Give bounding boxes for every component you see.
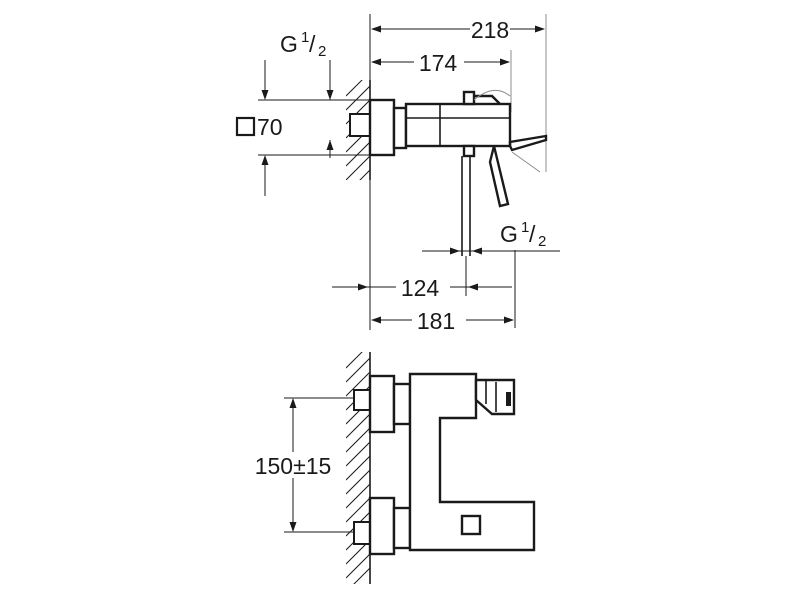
inlet-thread-label: G 1 / 2 bbox=[280, 29, 326, 60]
lever-base bbox=[462, 90, 476, 106]
dim-124-label: 124 bbox=[401, 275, 440, 301]
dim-174-label: 174 bbox=[419, 50, 458, 76]
dim-124-arrow-right bbox=[468, 283, 478, 291]
upper-escutcheon bbox=[368, 374, 396, 434]
svg-text:G: G bbox=[280, 31, 298, 57]
dim-181-label: 181 bbox=[417, 308, 455, 334]
square-outline-icon bbox=[235, 116, 256, 137]
svg-text:/: / bbox=[529, 221, 536, 247]
svg-text:1: 1 bbox=[521, 219, 529, 236]
lower-union bbox=[392, 506, 412, 550]
side-view: 218 174 G 1 / 2 70 bbox=[235, 14, 560, 334]
dim-70-label: 70 bbox=[257, 114, 283, 140]
mixer-body bbox=[404, 102, 512, 148]
inlet-thread-arrow bbox=[326, 90, 334, 100]
dim-174-arrow-right bbox=[500, 58, 510, 66]
lower-escutcheon bbox=[368, 496, 396, 556]
inlet-thread-arrow-bottom bbox=[326, 140, 334, 150]
diverter-base bbox=[462, 144, 476, 158]
front-view: 150±15 bbox=[248, 352, 536, 584]
dim-150-label: 150±15 bbox=[255, 453, 332, 479]
lever-handle-raised bbox=[473, 90, 511, 101]
outlet-thread-arrow-right bbox=[472, 247, 482, 255]
svg-text:2: 2 bbox=[318, 43, 326, 60]
inlet-nipple bbox=[349, 113, 371, 137]
dim-174-arrow-left bbox=[371, 58, 381, 66]
dim-70-arrow-top bbox=[261, 90, 269, 100]
lower-nipple bbox=[353, 521, 371, 545]
dim-150-arrow-top bbox=[289, 398, 297, 408]
upper-nipple bbox=[353, 389, 371, 411]
outlet-thread-label: G 1 / 2 bbox=[500, 219, 546, 250]
dim-181-arrow-right bbox=[504, 316, 514, 324]
dim-150-arrow-bottom bbox=[289, 522, 297, 532]
outlet-thread-arrow-left bbox=[450, 247, 460, 255]
svg-text:1: 1 bbox=[301, 29, 309, 46]
wall-hatching-bottom bbox=[346, 352, 370, 584]
dim-181-arrow-left bbox=[371, 316, 381, 324]
spout bbox=[508, 134, 548, 152]
svg-text:/: / bbox=[309, 31, 316, 57]
dim-70-arrow-bottom bbox=[261, 155, 269, 165]
upper-union bbox=[392, 382, 412, 426]
escutcheon bbox=[368, 98, 396, 157]
dim-124-arrow-left bbox=[358, 283, 368, 291]
dim-218-arrow-left bbox=[371, 25, 381, 33]
diverter-knob bbox=[460, 514, 482, 536]
svg-text:2: 2 bbox=[538, 233, 546, 250]
dim-218-arrow-right bbox=[535, 25, 545, 33]
spout-grey-outline bbox=[511, 151, 541, 173]
dim-218-label: 218 bbox=[471, 17, 509, 43]
diverter-lever bbox=[488, 145, 510, 208]
union-nut bbox=[392, 106, 408, 150]
front-lever-cap bbox=[506, 392, 511, 406]
svg-text:G: G bbox=[500, 221, 518, 247]
